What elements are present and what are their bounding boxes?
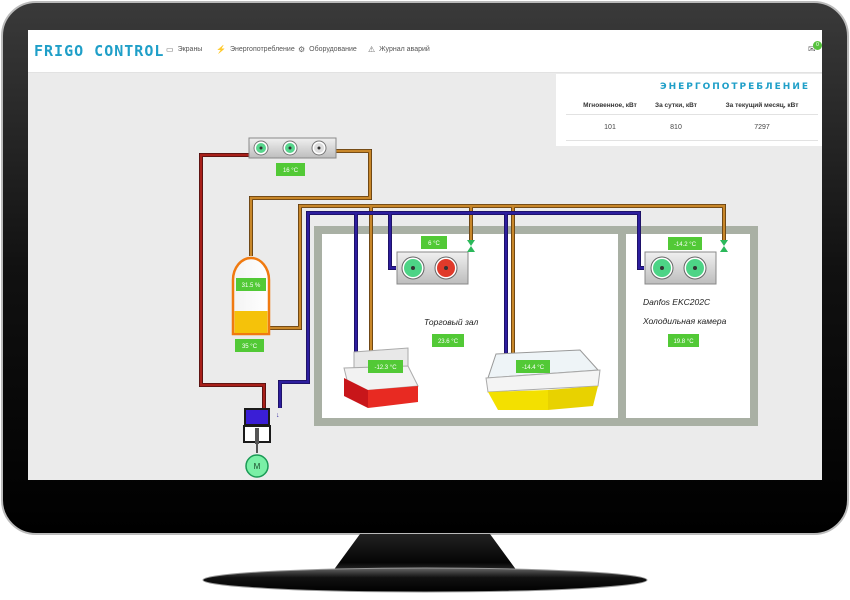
expansion-valve-icon[interactable]	[467, 240, 475, 252]
warning-icon: ⚠	[368, 45, 376, 54]
hall-evaporator[interactable]	[396, 251, 469, 285]
val-instant: 101	[604, 124, 616, 131]
table-divider	[566, 114, 818, 115]
fan-icon	[401, 256, 425, 280]
cold-room-evaporator-temp: -14.2 °C	[674, 242, 697, 248]
showcase1-temp-badge	[368, 360, 403, 373]
nav-energy-label: Энергопотребление	[229, 46, 295, 53]
notification-badge: 0	[813, 41, 822, 50]
cold-room-temp-badge	[668, 334, 699, 347]
energy-panel-title: ЭНЕРГОПОТРЕБЛЕНИЕ	[659, 82, 810, 92]
val-month: 7297	[754, 124, 770, 131]
nav-screens-label: Экраны	[177, 46, 203, 53]
motor[interactable]	[245, 454, 269, 478]
receiver-temp: 35 °C	[242, 344, 258, 350]
showcase-freezer[interactable]	[343, 347, 419, 408]
cold-room-temp: 19.8 °C	[673, 339, 694, 345]
app-logo[interactable]: FRIGO CONTROL	[34, 42, 165, 60]
fan-icon	[311, 140, 327, 156]
hall-temp: 23.6 °C	[438, 339, 459, 345]
nav-alarms-label: Журнал аварий	[379, 46, 430, 53]
compressor[interactable]	[243, 408, 271, 453]
cold-room-evaporator[interactable]	[644, 251, 717, 285]
cold-room-label: Холодильная камера	[642, 316, 727, 326]
monitor-icon: ▭	[166, 45, 174, 54]
fan-icon	[650, 256, 674, 280]
hall-temp-badge	[432, 334, 464, 347]
hall-evaporator-temp: 6 °C	[428, 241, 440, 247]
nav-equipment[interactable]: ⚙ Оборудование	[298, 45, 357, 54]
nav-alarms[interactable]: ⚠ Журнал аварий	[368, 45, 430, 54]
showcase2-temp: -14.4 °C	[522, 365, 545, 371]
fan-icon	[282, 140, 298, 156]
showcase-display[interactable]	[485, 349, 601, 410]
receiver-level-badge	[236, 278, 266, 291]
liquid-line	[249, 149, 726, 368]
fan-icon	[683, 256, 707, 280]
condenser-temp: 16 °C	[283, 168, 299, 174]
controller-label: Danfos EKC202C	[643, 297, 711, 307]
col-instant-header: Мгновенное, кВт	[583, 102, 637, 109]
nav-screens[interactable]: ▭ Экраны	[166, 45, 202, 54]
refrigeration-scheme: 16 °C 31.5 % 35 °C ↓ M 6 °C	[199, 137, 758, 478]
sales-hall-label: Торговый зал	[424, 317, 478, 327]
app-screen: FRIGO CONTROL ▭ Экраны ⚡ Энергопотреблен…	[28, 30, 822, 480]
flow-arrow-icon: ↓	[276, 412, 280, 419]
nav-energy[interactable]: ⚡ Энергопотребление	[216, 45, 295, 54]
cold-room-evaporator-temp-badge	[668, 237, 702, 250]
condenser-temp-badge	[276, 163, 305, 176]
receiver-tank[interactable]	[231, 256, 271, 336]
table-divider	[566, 140, 818, 141]
cold-room	[618, 226, 758, 426]
motor-label: M	[254, 462, 261, 471]
suction-line	[278, 211, 644, 408]
fan-icon	[434, 256, 458, 280]
plug-icon: ⚡	[216, 45, 226, 54]
showcase2-temp-badge	[516, 360, 550, 373]
receiver-temp-badge	[235, 339, 264, 352]
envelope-icon[interactable]: ✉	[808, 44, 816, 54]
showcase1-temp: -12.3 °C	[374, 365, 397, 371]
receiver-level: 31.5 %	[242, 283, 261, 289]
energy-panel: ЭНЕРГОПОТРЕБЛЕНИЕ Мгновенное, кВт За сут…	[556, 74, 822, 146]
gears-icon: ⚙	[298, 45, 306, 54]
fan-icon	[253, 140, 269, 156]
hall-evaporator-temp-badge	[421, 236, 447, 249]
expansion-valve-icon[interactable]	[720, 240, 728, 252]
val-day: 810	[670, 124, 682, 131]
discharge-line	[199, 153, 266, 408]
col-day-header: За сутки, кВт	[655, 102, 697, 109]
condenser-unit[interactable]	[248, 137, 337, 159]
nav-equipment-label: Оборудование	[309, 46, 357, 53]
top-navbar: FRIGO CONTROL ▭ Экраны ⚡ Энергопотреблен…	[28, 30, 822, 73]
col-month-header: За текущий месяц, кВт	[725, 102, 799, 109]
